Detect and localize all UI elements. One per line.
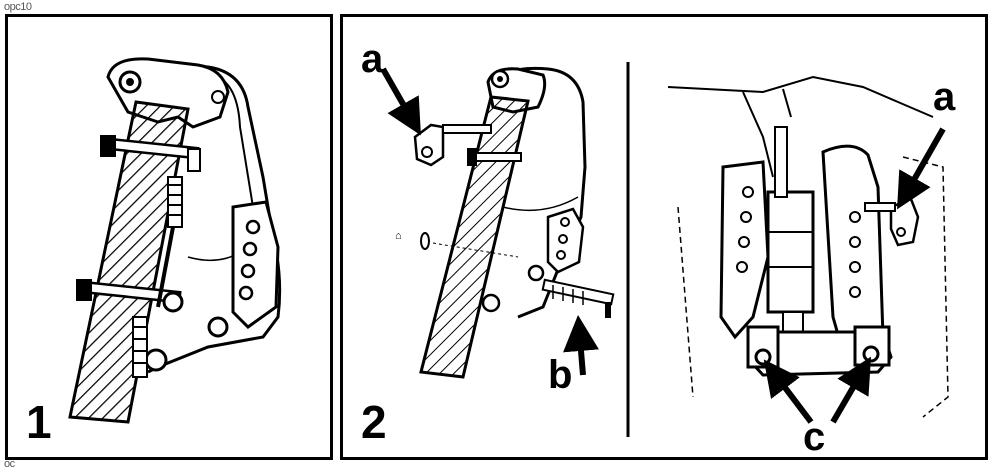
bracket-mount-drawing-2: ⌂ (380, 62, 949, 437)
bracket-mount-drawing-1 (68, 57, 282, 424)
callout-b: b (548, 353, 573, 397)
figure-panel-2: ⌂ (340, 14, 988, 460)
callout-a-right: a (933, 75, 956, 119)
svg-text:⌂: ⌂ (395, 230, 402, 242)
figure-panel-1: 1 (5, 14, 333, 460)
callout-a-left: a (361, 37, 384, 81)
figure-number-2: 2 (361, 396, 387, 448)
document-code-top: opc10 (4, 1, 32, 13)
document-code-bottom: oc (4, 458, 15, 470)
figure-number-1: 1 (26, 396, 52, 448)
callout-c: c (803, 415, 826, 459)
